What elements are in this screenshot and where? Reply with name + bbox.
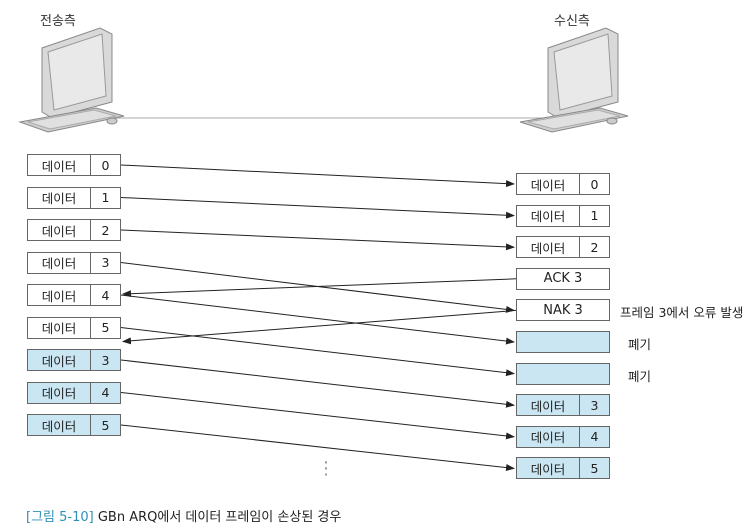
frame-name: 데이터	[28, 415, 91, 435]
sender-frame: 데이터 4	[27, 284, 121, 306]
frame-name: 데이터	[28, 382, 91, 403]
frame-name: 데이터	[28, 155, 91, 175]
figure-caption: [그림 5-10] GBn ARQ에서 데이터 프레임이 손상된 경우	[26, 506, 341, 525]
frame-name: 데이터	[28, 252, 91, 273]
transmission-arrow	[120, 392, 515, 440]
frame-seq: 3	[590, 397, 599, 413]
transmission-arrow	[120, 424, 515, 472]
frame-seq: 5	[101, 417, 110, 433]
sender-frame: 데이터 2	[27, 219, 121, 241]
frame-seq: 5	[590, 460, 599, 476]
sender-title: 전송측	[40, 14, 76, 29]
frame-name: 데이터	[517, 426, 580, 447]
frame-seq: 1	[101, 190, 110, 205]
discarded-frame	[516, 331, 610, 353]
caption-text: GBn ARQ에서 데이터 프레임이 손상된 경우	[93, 510, 342, 525]
receiver-note: 폐기	[628, 368, 652, 384]
receiver-note: 폐기	[628, 337, 652, 352]
caption-tag: [그림 5-10]	[26, 510, 94, 525]
frame-name: 데이터	[517, 174, 580, 194]
sender-frame: 데이터 4	[27, 381, 121, 404]
sender-frame: 데이터 0	[27, 154, 121, 176]
frame-name: 데이터	[517, 458, 580, 479]
frame-name: 데이터	[28, 350, 91, 370]
frame-name: 데이터	[28, 285, 91, 305]
ellipsis: ⋮	[317, 458, 335, 479]
transmission-arrow	[120, 197, 515, 219]
frame-seq: 4	[101, 287, 110, 303]
receiver-frame: 데이터 5	[516, 457, 610, 480]
frame-name: 데이터	[28, 220, 91, 240]
receiver-frame: 데이터 3	[516, 394, 610, 417]
frame-name: 데이터	[28, 317, 91, 338]
frame-seq: 3	[101, 352, 110, 368]
frame-name: 데이터	[517, 205, 580, 226]
sender-frame: 데이터 5	[27, 316, 121, 339]
sender-frame: 데이터 5	[27, 414, 121, 436]
frame-seq: 4	[101, 385, 110, 400]
frame-seq: 0	[101, 157, 110, 173]
frame-name: 데이터	[517, 237, 580, 258]
control-frame: NAK 3	[516, 299, 610, 322]
frame-seq: 0	[590, 176, 599, 192]
transmission-arrow	[120, 229, 515, 251]
frame-seq: 1	[590, 208, 599, 224]
transmission-arrow	[122, 278, 517, 298]
transmission-arrow	[120, 294, 515, 345]
control-frame: ACK 3	[516, 267, 610, 290]
receiver-frame: 데이터 1	[516, 204, 610, 227]
receiver-computer-icon	[519, 27, 629, 133]
sender-computer-icon	[18, 27, 125, 133]
receiver-title: 수신측	[554, 14, 590, 29]
arrow-group	[120, 164, 517, 472]
receiver-note: 프레임 3에서 오류 발생	[620, 305, 744, 321]
receiver-frame: 데이터 2	[516, 236, 610, 259]
frame-name: 데이터	[517, 395, 580, 416]
discarded-frame	[516, 362, 610, 385]
transmission-arrow	[120, 164, 515, 188]
receiver-frame: 데이터 0	[516, 173, 610, 195]
transmission-arrow	[122, 309, 517, 345]
sender-frame: 데이터 3	[27, 349, 121, 371]
sender-frame: 데이터 3	[27, 251, 121, 274]
frame-name: 데이터	[28, 187, 91, 208]
frame-seq: 4	[590, 429, 599, 445]
transmission-arrow	[120, 327, 515, 377]
frame-seq: 3	[101, 255, 110, 270]
frame-seq: 5	[101, 320, 110, 335]
transmission-arrow	[120, 359, 515, 408]
receiver-frame: 데이터 4	[516, 425, 610, 448]
sender-frame: 데이터 1	[27, 186, 121, 209]
frame-seq: 2	[590, 239, 599, 255]
frame-seq: 2	[101, 222, 110, 238]
